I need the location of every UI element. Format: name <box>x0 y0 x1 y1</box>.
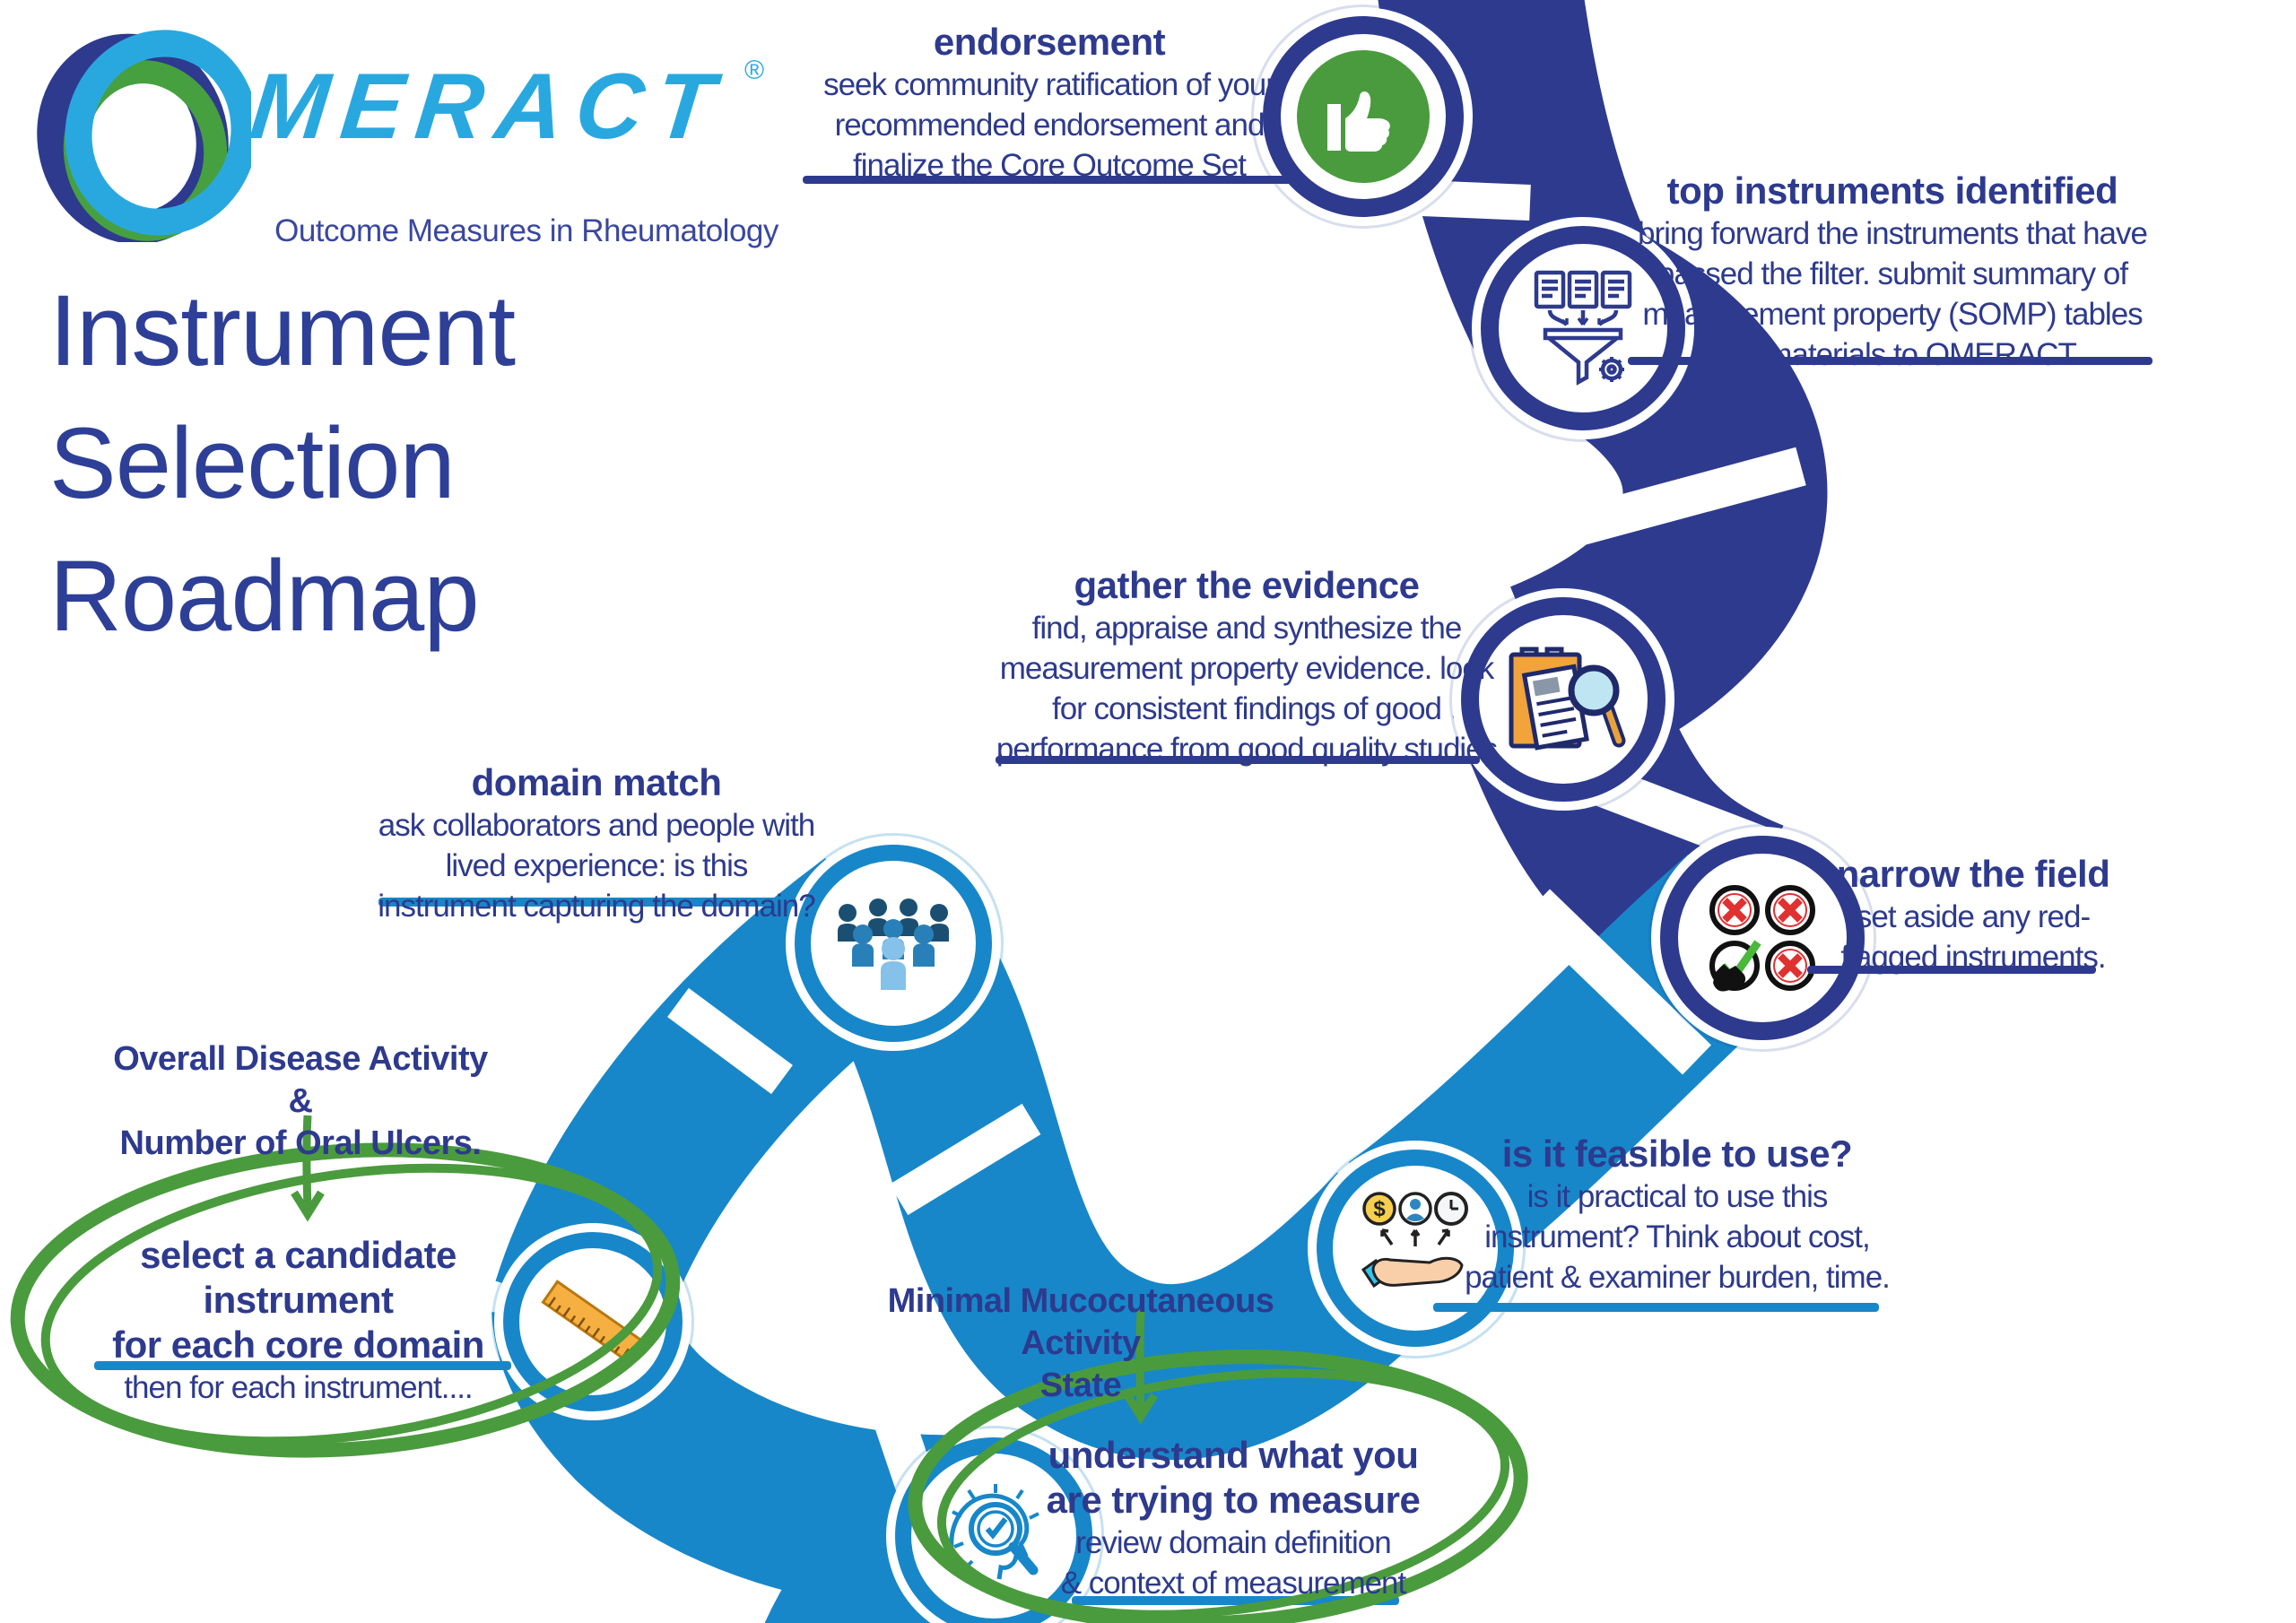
text-line: Roadmap <box>49 540 480 652</box>
step-endorsement-text: endorsement seek community ratification … <box>789 20 1309 186</box>
omeract-logo: MERACT ® Outcome Measures in Rheumatolog… <box>27 18 816 269</box>
step-body: find, appraise and synthesize the measure… <box>978 608 1516 769</box>
text-line: Overall Disease Activity & <box>113 1040 488 1120</box>
step-title: endorsement <box>789 20 1309 65</box>
step-body: is it practical to use this instrument? T… <box>1426 1176 1928 1298</box>
text-line: instrument capturing the domain? <box>378 889 815 924</box>
text-line: are trying to measure <box>1046 1479 1421 1521</box>
funnel-documents-icon <box>1534 270 1632 386</box>
step-body: ask collaborators and people with lived e… <box>350 805 843 926</box>
annotation-core-domains: Overall Disease Activity & Number of Oral… <box>99 1038 502 1165</box>
annotation-body: Overall Disease Activity & Number of Oral… <box>99 1038 502 1165</box>
step-title: narrow the field <box>1803 852 2144 897</box>
ruler-icon <box>541 1280 645 1364</box>
step-feasible-underline <box>1433 1303 1879 1312</box>
text-line: patient & examiner burden, time. <box>1465 1260 1891 1295</box>
red-cross-check-icon <box>1709 885 1815 992</box>
step-top-instruments-text: top instruments identified bring forward… <box>1605 169 2179 375</box>
step-endorsement-underline <box>803 176 1300 184</box>
hand-offering-icon: $ <box>1361 1192 1468 1289</box>
text-line: top instruments identified <box>1666 169 2118 212</box>
text-line: review domain definition <box>1075 1525 1391 1560</box>
svg-text:$: $ <box>1373 1197 1386 1221</box>
step-gather-evidence-underline <box>996 756 1480 764</box>
text-line: find, appraise and synthesize the <box>1031 611 1463 646</box>
text-line: narrow the field <box>1836 853 2110 895</box>
text-line: endorsement <box>933 21 1166 63</box>
text-line: performance from good quality studies <box>996 732 1498 767</box>
text-line: lived experience: is this <box>445 848 749 883</box>
omeract-logo-swirl-icon <box>37 30 258 245</box>
step-domain-match-text: domain match ask collaborators and peopl… <box>350 760 843 926</box>
node-gather-evidence <box>1461 597 1665 802</box>
step-title: top instruments identified <box>1605 169 2179 213</box>
text-line: seek community ratification of your <box>823 67 1276 102</box>
text-line: State <box>1039 1367 1122 1404</box>
text-line: for consistent findings of good <box>1051 691 1442 726</box>
text-line: bring forward the instruments that have <box>1638 216 2148 251</box>
text-line: set aside any red- <box>1856 899 2091 934</box>
thumbs-up-icon <box>1297 50 1430 183</box>
text-line: and materials to OMERACT <box>1709 337 2077 372</box>
text-line: then for each instrument.... <box>124 1370 473 1405</box>
step-title: is it feasible to use? <box>1426 1132 1928 1176</box>
text-line: finalize the Core Outcome Set <box>853 148 1247 183</box>
brand-tagline: Outcome Measures in Rheumatology <box>274 213 778 248</box>
step-body: review domain definition & context of mea… <box>1013 1523 1453 1603</box>
step-gather-evidence-text: gather the evidence find, appraise and s… <box>978 563 1516 769</box>
document-magnifier-icon <box>1509 647 1626 751</box>
text-line: Number of Oral Ulcers. <box>119 1124 482 1162</box>
text-line: measurement property evidence. look <box>999 651 1495 686</box>
text-line: Selection <box>49 407 456 519</box>
text-line: domain match <box>471 761 722 803</box>
text-line: instrument? Think about cost, <box>1484 1219 1871 1254</box>
text-line: recommended endorsement and <box>834 108 1265 143</box>
text-line: flagged instruments. <box>1840 940 2106 975</box>
text-line: select a candidate instrument <box>140 1234 457 1321</box>
step-body: then for each instrument.... <box>63 1367 534 1408</box>
text-line: passed the filter. submit summary of <box>1657 256 2128 291</box>
text-line: is it practical to use this <box>1526 1179 1829 1214</box>
text-line: for each core domain <box>112 1324 484 1366</box>
step-narrow-field-text: narrow the field set aside any red-flagg… <box>1803 852 2144 977</box>
step-feasible-text: is it feasible to use? is it practical t… <box>1426 1132 1928 1298</box>
step-body: bring forward the instruments that have p… <box>1605 213 2179 375</box>
step-body: set aside any red-flagged instruments. <box>1803 897 2144 977</box>
step-title: domain match <box>350 760 843 805</box>
text-line: Minimal Mucocutaneous Activity <box>887 1282 1274 1362</box>
step-domain-match-underline <box>378 898 796 907</box>
text-line: Instrument <box>49 274 516 386</box>
step-title: gather the evidence <box>978 563 1516 608</box>
brand-name: MERACT <box>245 55 731 159</box>
text-line: ask collaborators and people with <box>378 808 815 843</box>
text-line: gather the evidence <box>1074 564 1420 606</box>
people-group-icon <box>838 898 949 990</box>
text-line: measurement property (SOMP) tables <box>1642 297 2143 332</box>
step-top-instruments-underline <box>1628 357 2152 365</box>
step-narrow-field-underline <box>1807 966 2096 974</box>
text-line: understand what you <box>1048 1434 1419 1476</box>
registered-trademark: ® <box>744 56 765 85</box>
node-narrow-field <box>1660 836 1865 1040</box>
text-line: & context of measurement <box>1060 1566 1407 1601</box>
text-line: is it feasible to use? <box>1501 1133 1853 1175</box>
step-body: seek community ratification of your recom… <box>789 65 1309 186</box>
